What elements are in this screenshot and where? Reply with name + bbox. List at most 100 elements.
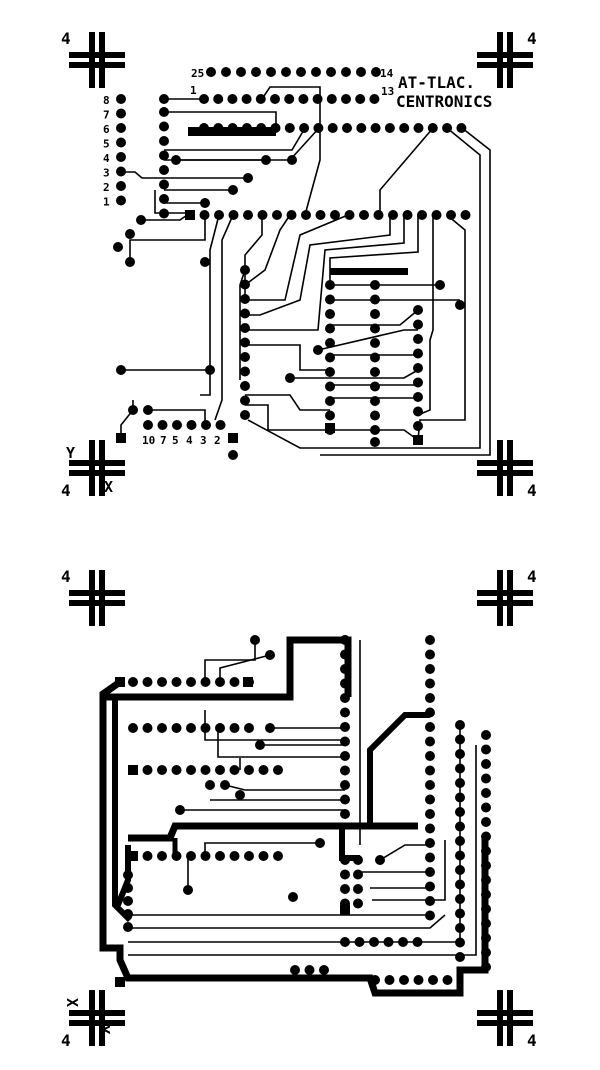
pad: [481, 947, 491, 958]
pad: [481, 759, 491, 769]
square-pad: [185, 210, 195, 220]
pad: [200, 198, 210, 208]
trace: [379, 844, 430, 861]
thick-trace: [103, 636, 352, 701]
thick-trace: [99, 679, 489, 997]
pad: [128, 723, 138, 733]
pad: [157, 765, 167, 775]
pad: [370, 367, 380, 377]
square-pad: [413, 435, 423, 445]
pad: [272, 210, 282, 220]
pad: [186, 765, 196, 775]
pad: [143, 420, 153, 430]
pad: [172, 420, 182, 430]
pad: [481, 817, 491, 827]
axis-label-x-mirrored: X: [63, 998, 81, 1007]
trace: [244, 215, 263, 300]
trace: [379, 127, 434, 215]
pad: [116, 137, 126, 148]
pad: [186, 723, 196, 733]
pad: [455, 952, 465, 962]
trace: [244, 214, 291, 286]
trace: [417, 215, 434, 416]
pad: [258, 765, 269, 775]
pad: [301, 210, 311, 220]
pad: [425, 664, 435, 674]
pad: [356, 67, 366, 77]
pad: [273, 765, 283, 775]
pad: [373, 210, 384, 220]
pad: [456, 123, 467, 133]
pad: [340, 809, 350, 819]
pad: [171, 677, 182, 687]
pin-number-label: 3: [103, 167, 110, 180]
pad: [340, 678, 350, 689]
pad: [325, 309, 335, 319]
square-pad: [128, 765, 138, 775]
corner-mark-label: 4: [61, 29, 71, 48]
pad: [281, 67, 291, 77]
pad: [183, 885, 193, 895]
pad: [369, 94, 380, 104]
pad: [413, 975, 424, 985]
trace: [121, 171, 248, 179]
pad: [353, 884, 363, 894]
pad: [206, 67, 216, 77]
pad: [236, 67, 246, 77]
pad: [255, 740, 265, 750]
pad: [340, 707, 350, 718]
pad: [340, 693, 350, 703]
pad: [341, 67, 351, 77]
pad: [215, 765, 225, 775]
pad: [244, 851, 254, 861]
pad: [481, 904, 491, 914]
pad: [240, 410, 250, 420]
corner-mark-label: 4: [61, 1031, 71, 1050]
pad: [425, 794, 435, 805]
pads: [113, 67, 491, 987]
trace: [128, 745, 477, 956]
pad: [375, 855, 385, 865]
trace: [320, 127, 491, 456]
pin-label-25: 25: [191, 67, 204, 80]
pad: [413, 348, 423, 359]
pad: [315, 210, 326, 220]
pad: [159, 165, 169, 175]
pad: [214, 210, 224, 220]
corner-mark-label: 4: [527, 29, 537, 48]
pad: [128, 405, 138, 415]
thick-trace: [330, 268, 408, 275]
pad: [455, 894, 465, 904]
registration-cross-mark: 4: [61, 440, 125, 500]
pad: [240, 366, 250, 377]
pad: [123, 896, 133, 906]
pad: [229, 851, 240, 861]
registration-cross-mark: 4: [477, 29, 537, 88]
corner-mark-label: 4: [61, 481, 71, 500]
pad: [425, 838, 435, 848]
pad: [288, 892, 298, 902]
pad: [113, 242, 123, 252]
pad: [340, 855, 350, 865]
registration-cross-mark: 4: [61, 29, 125, 88]
pad: [312, 94, 323, 104]
pad: [325, 323, 335, 334]
pad: [325, 294, 335, 305]
trace: [200, 214, 220, 396]
pad: [481, 860, 491, 871]
pad: [425, 649, 435, 660]
pad: [425, 809, 435, 819]
pin-number-label: 2: [103, 181, 110, 194]
pad: [369, 937, 379, 947]
pad: [481, 918, 491, 929]
pad: [228, 210, 239, 220]
pad: [123, 870, 133, 880]
trace: [261, 86, 321, 216]
pad: [186, 851, 196, 861]
thick-trace: [339, 826, 360, 861]
pad: [255, 94, 266, 104]
pad: [304, 965, 315, 975]
pad: [296, 67, 306, 77]
pad: [159, 94, 169, 104]
